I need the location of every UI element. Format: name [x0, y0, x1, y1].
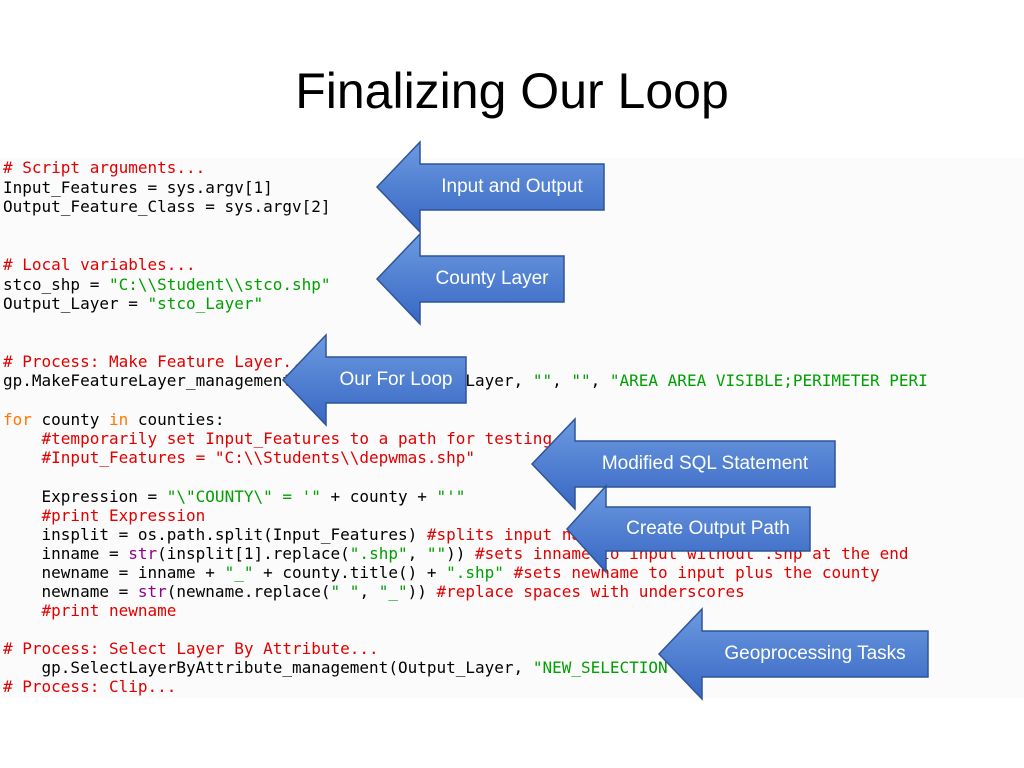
- code-line: # Process: Clip...: [3, 677, 176, 696]
- code-token: Output_Feature_Class = sys.argv[2]: [3, 197, 331, 216]
- code-token: # Process: Clip...: [3, 677, 177, 696]
- code-token: "AREA AREA VISIBLE;PERIMETER PERI: [609, 371, 928, 390]
- code-token: #print Expression: [3, 506, 206, 525]
- left-arrow-shape: [281, 333, 467, 427]
- code-token: "": [571, 371, 591, 390]
- code-token: newname =: [3, 582, 138, 601]
- code-token: #temporarily set Input_Features to a pat…: [3, 429, 553, 448]
- code-token: gp.Clip_analysis(Input_Features, Output_…: [3, 696, 581, 698]
- code-token: ,: [407, 544, 427, 563]
- code-line: # Local variables...: [3, 255, 196, 274]
- code-token: ".shp": [349, 544, 408, 563]
- arrow-body: [657, 607, 929, 701]
- code-token: stco_shp =: [3, 275, 109, 294]
- code-line: # Script arguments...: [3, 158, 205, 177]
- code-listing: # Script arguments...Input_Features = sy…: [0, 158, 1024, 698]
- code-line: newname = str(newname.replace(" ", "_"))…: [3, 582, 745, 601]
- callout-arrow: Geoprocessing Tasks: [657, 607, 930, 701]
- code-token: ): [600, 696, 610, 698]
- code-token: Input_Features = sys.argv[1]: [3, 178, 273, 197]
- code-token: # Process: Select Layer By Attribute...: [3, 639, 379, 658]
- code-token: insplit = os.path.split(Input_Features): [3, 525, 427, 544]
- code-token: [504, 563, 514, 582]
- code-line: gp.Clip_analysis(Input_Features, Output_…: [3, 696, 610, 698]
- code-token: ,: [590, 371, 610, 390]
- code-token: )): [407, 582, 437, 601]
- callout-label: Our For Loop: [339, 369, 453, 390]
- callout-arrow: Input and Output: [375, 140, 606, 234]
- code-token: Output_Layer =: [3, 294, 148, 313]
- callout-arrow: Create Output Path: [565, 484, 812, 574]
- code-token: "C:\\Student\\stco.shp": [108, 275, 331, 294]
- code-token: " ": [330, 582, 360, 601]
- code-token: "\"COUNTY\" = '": [166, 487, 321, 506]
- code-line: #Input_Features = "C:\\Students\\depwmas…: [3, 448, 475, 467]
- code-token: ,: [359, 582, 379, 601]
- arrow-body: [375, 232, 565, 326]
- code-line: for county in counties:: [3, 410, 225, 429]
- code-line: newname = inname + "_" + county.title() …: [3, 563, 880, 582]
- code-token: str: [128, 544, 158, 563]
- code-line: Input_Features = sys.argv[1]: [3, 178, 273, 197]
- code-token: #print newname: [3, 601, 177, 620]
- code-line: stco_shp = "C:\\Student\\stco.shp": [3, 275, 331, 294]
- callout-label: Modified SQL Statement: [601, 453, 809, 474]
- code-token: "NEW_SELECTION": [532, 658, 678, 677]
- arrow-body: [281, 333, 467, 427]
- code-token: #replace spaces with underscores: [436, 582, 745, 601]
- code-token: inname =: [3, 544, 129, 563]
- code-token: (insplit[1].replace(: [157, 544, 350, 563]
- code-token: ,: [552, 371, 572, 390]
- code-token: # Script arguments...: [3, 158, 206, 177]
- code-token: "": [581, 696, 600, 698]
- code-line: Output_Feature_Class = sys.argv[2]: [3, 197, 331, 216]
- code-token: in: [108, 410, 129, 429]
- code-token: county: [31, 410, 109, 429]
- code-token: #sets newname to input plus the county: [513, 563, 880, 582]
- left-arrow-shape: [375, 140, 605, 234]
- code-line: #print Expression: [3, 506, 206, 525]
- callout-arrow: Modified SQL Statement: [530, 417, 837, 511]
- code-line: #print newname: [3, 601, 177, 620]
- arrow-body: [565, 484, 811, 574]
- code-token: + county.title() +: [253, 563, 447, 582]
- code-token: "": [532, 371, 553, 390]
- code-token: "stco_Layer": [147, 294, 264, 313]
- code-token: "_": [224, 563, 254, 582]
- callout-label: Input and Output: [441, 176, 583, 197]
- code-token: "_": [378, 582, 408, 601]
- code-line: Expression = "\"COUNTY\" = '" + county +…: [3, 487, 466, 506]
- code-token: # Local variables...: [3, 255, 196, 274]
- callout-label: Geoprocessing Tasks: [724, 643, 906, 664]
- code-token: Expression =: [3, 487, 167, 506]
- code-line: #temporarily set Input_Features to a pat…: [3, 429, 553, 448]
- code-line: # Process: Select Layer By Attribute...: [3, 639, 379, 658]
- code-token: ".shp": [446, 563, 504, 582]
- slide-title: Finalizing Our Loop: [295, 63, 729, 119]
- code-token: (newname.replace(: [166, 582, 331, 601]
- callout-arrow: Our For Loop: [281, 333, 468, 427]
- left-arrow-shape: [565, 484, 811, 574]
- callout-label: County Layer: [435, 268, 549, 289]
- arrow-body: [530, 417, 836, 511]
- code-token: newname = inname +: [3, 563, 225, 582]
- code-token: "'": [436, 487, 466, 506]
- code-token: #Input_Features = "C:\\Students\\depwmas…: [3, 448, 476, 467]
- code-line: Output_Layer = "stco_Layer": [3, 294, 263, 313]
- code-token: "": [426, 544, 447, 563]
- callout-label: Create Output Path: [626, 518, 790, 539]
- code-line: # Process: Make Feature Layer...: [3, 352, 311, 371]
- code-token: + county +: [320, 487, 437, 506]
- code-token: )): [446, 544, 476, 563]
- code-token: for: [3, 410, 32, 429]
- code-token: gp.SelectLayerByAttribute_management(Out…: [3, 658, 533, 677]
- code-token: str: [137, 582, 167, 601]
- code-token: # Process: Make Feature Layer...: [3, 352, 312, 371]
- left-arrow-shape: [657, 607, 929, 701]
- left-arrow-shape: [530, 417, 836, 511]
- callout-arrow: County Layer: [375, 232, 566, 326]
- left-arrow-shape: [375, 232, 565, 326]
- arrow-body: [375, 140, 605, 234]
- code-token: counties:: [128, 410, 225, 429]
